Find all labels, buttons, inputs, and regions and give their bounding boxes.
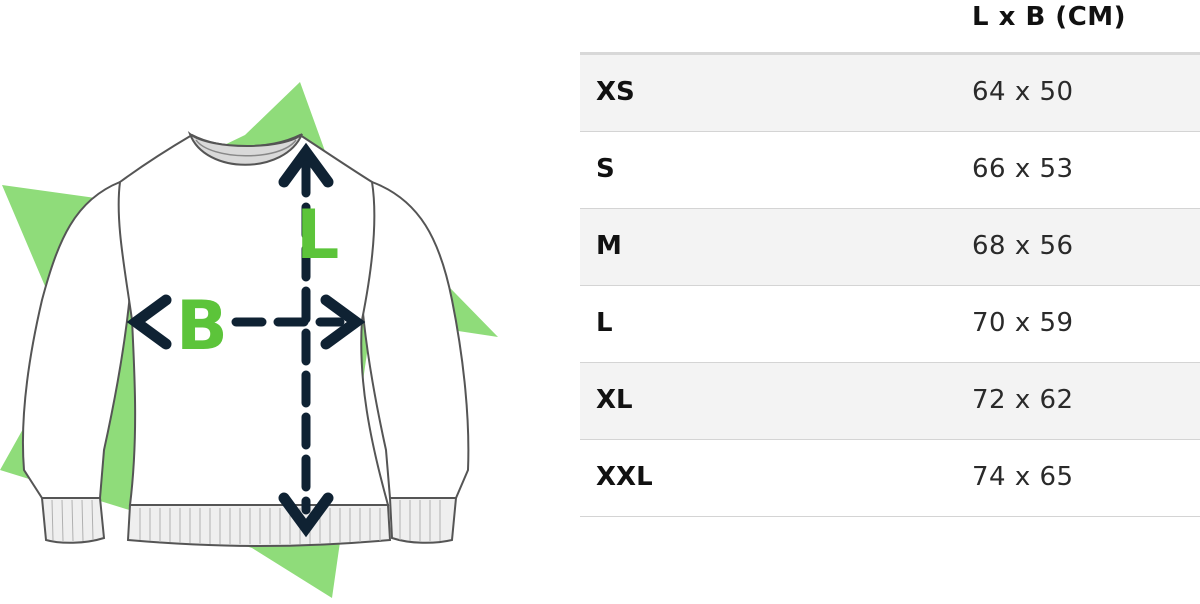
width-arrow bbox=[126, 294, 366, 350]
right-sleeve bbox=[358, 180, 470, 499]
size-label: M bbox=[596, 231, 622, 261]
sweatshirt-illustration: L B bbox=[0, 0, 560, 604]
size-label: XL bbox=[596, 385, 633, 415]
dimension-value: 74 x 65 bbox=[972, 462, 1074, 492]
sweatshirt-icon: L B bbox=[0, 82, 498, 598]
waistband bbox=[126, 504, 392, 547]
table-header: L x B (CM) bbox=[580, 0, 1200, 55]
width-letter: B bbox=[176, 287, 228, 366]
size-label: L bbox=[596, 308, 613, 338]
table-row: XXL 74 x 65 bbox=[580, 440, 1200, 517]
table-row: M 68 x 56 bbox=[580, 209, 1200, 286]
dimension-value: 66 x 53 bbox=[972, 154, 1074, 184]
dimension-value: 72 x 62 bbox=[972, 385, 1074, 415]
table-row: S 66 x 53 bbox=[580, 132, 1200, 209]
left-cuff bbox=[40, 497, 106, 544]
dimension-value: 70 x 59 bbox=[972, 308, 1074, 338]
dimension-value: 64 x 50 bbox=[972, 77, 1074, 107]
left-sleeve bbox=[22, 180, 134, 499]
collar bbox=[187, 130, 303, 166]
size-label: XS bbox=[596, 77, 635, 107]
length-arrow bbox=[278, 142, 334, 538]
table-row: L 70 x 59 bbox=[580, 286, 1200, 363]
length-letter: L bbox=[296, 196, 339, 275]
size-table: L x B (CM) XS 64 x 50 S 66 x 53 M 68 x 5… bbox=[580, 0, 1200, 517]
table-row: XL 72 x 62 bbox=[580, 363, 1200, 440]
dimensions-column-header: L x B (CM) bbox=[972, 2, 1127, 32]
size-label: S bbox=[596, 154, 615, 184]
table-row: XS 64 x 50 bbox=[580, 55, 1200, 132]
size-label: XXL bbox=[596, 462, 653, 492]
dimension-value: 68 x 56 bbox=[972, 231, 1074, 261]
